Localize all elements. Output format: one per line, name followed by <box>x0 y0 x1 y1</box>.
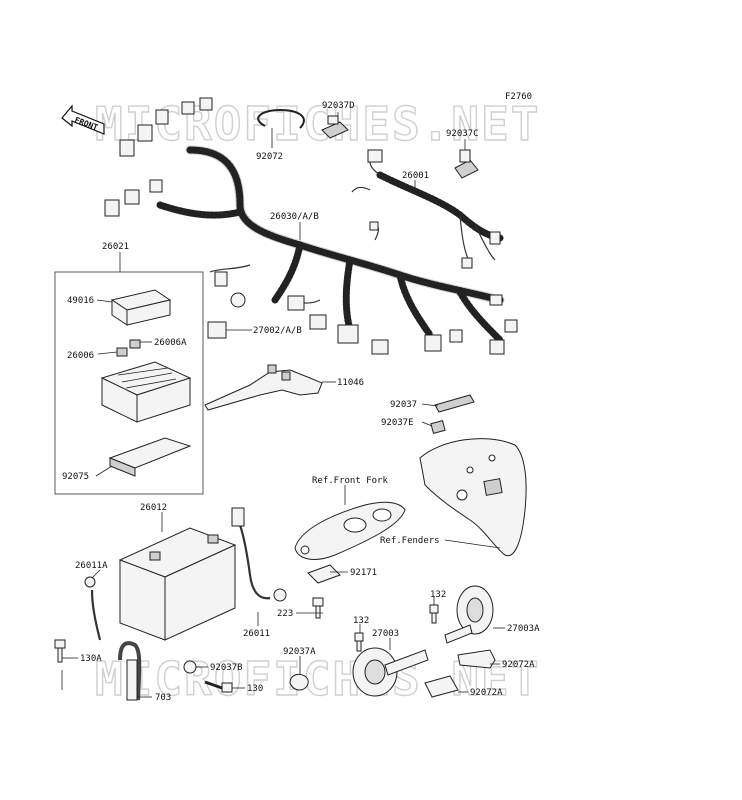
horn-27003 <box>352 647 429 697</box>
bolt-132-b <box>429 604 439 624</box>
part-labels: 92037D 92072 92037C 26001 26030/A/B 2602… <box>62 101 540 703</box>
connector <box>119 139 135 157</box>
label-92037c: 92037C <box>446 129 479 139</box>
connector <box>181 101 195 115</box>
fuse-26006a <box>129 339 141 349</box>
label-92037b: 92037B <box>210 663 243 673</box>
label-11046: 11046 <box>337 378 364 388</box>
bracket-92072a-2 <box>424 675 459 698</box>
fuse-26006 <box>116 347 128 357</box>
rear-fender <box>419 438 527 557</box>
connector <box>104 199 120 217</box>
connector <box>214 271 228 287</box>
horn-27003a <box>444 585 494 644</box>
connector <box>199 97 213 111</box>
label-27003a: 27003A <box>507 624 540 634</box>
front-fork-bracket <box>294 501 406 560</box>
main-wiring-harness <box>104 97 518 355</box>
label-92037e: 92037E <box>381 418 414 428</box>
connector <box>489 231 501 245</box>
connector <box>424 334 442 352</box>
label-26011a: 26011A <box>75 561 108 571</box>
label-26006a: 26006A <box>154 338 187 348</box>
label-49016: 49016 <box>67 296 94 306</box>
connector <box>461 257 473 269</box>
connector <box>230 292 246 308</box>
fuse-box-cover-49016 <box>110 289 172 326</box>
label-92037a: 92037A <box>283 647 316 657</box>
bracket-11046 <box>204 364 323 411</box>
label-92075: 92075 <box>62 472 89 482</box>
connector <box>489 339 505 355</box>
label-26001: 26001 <box>402 171 429 181</box>
connector <box>504 319 518 333</box>
connector <box>124 189 140 205</box>
battery-cable-26011a <box>84 576 102 641</box>
battery-cable-26011 <box>231 507 287 602</box>
breather-tube-703 <box>118 641 142 701</box>
clamp-92072 <box>257 108 305 129</box>
fuse-box-bracket-92075 <box>108 437 192 477</box>
label-27002: 27002/A/B <box>253 326 302 336</box>
connector <box>287 295 305 311</box>
sub-wiring-harness <box>351 149 504 269</box>
fuse-box-26021 <box>100 361 192 423</box>
fuse-box-group-frame <box>54 271 204 495</box>
label-26021: 26021 <box>102 242 129 252</box>
bracket-92171 <box>307 564 341 584</box>
grommet-92037 <box>434 394 475 413</box>
connector <box>367 149 383 163</box>
label-26011: 26011 <box>243 629 270 639</box>
connector <box>369 221 379 231</box>
label-26030: 26030/A/B <box>270 212 319 222</box>
label-130a: 130A <box>80 654 102 664</box>
label-223: 223 <box>277 609 293 619</box>
label-92171: 92171 <box>350 568 377 578</box>
bolt-223 <box>312 597 324 619</box>
label-ref-fenders: Ref.Fenders <box>380 536 440 546</box>
bolt-130 <box>204 680 233 693</box>
connector <box>449 329 463 343</box>
label-26006: 26006 <box>67 351 94 361</box>
label-132-a: 132 <box>353 616 369 626</box>
relay-27002 <box>207 321 227 339</box>
grommet-92037e <box>430 420 446 434</box>
connector <box>371 339 389 355</box>
label-130: 130 <box>247 684 263 694</box>
label-92072a-1: 92072A <box>502 660 535 670</box>
bolt-132-a <box>354 632 364 652</box>
connector <box>137 124 153 142</box>
leader-lines <box>61 112 505 698</box>
label-27003: 27003 <box>372 629 399 639</box>
connector <box>309 314 327 330</box>
label-132-b: 132 <box>430 590 446 600</box>
battery-26012 <box>118 527 237 641</box>
connector <box>489 294 503 306</box>
label-92072: 92072 <box>256 152 283 162</box>
bolt-130a <box>54 639 66 663</box>
figure-code: F2760 <box>505 92 532 102</box>
clamp-92037a <box>289 673 309 691</box>
connector <box>155 109 169 125</box>
connector <box>337 324 359 344</box>
label-92072a-2: 92072A <box>470 688 503 698</box>
label-703: 703 <box>155 693 171 703</box>
grommet-92037c <box>454 149 479 179</box>
label-ref-front-fork: Ref.Front Fork <box>312 476 388 486</box>
label-26012: 26012 <box>140 503 167 513</box>
connector <box>149 179 163 193</box>
label-92037d: 92037D <box>322 101 355 111</box>
clamp-92037b <box>183 660 197 674</box>
label-92037: 92037 <box>390 400 417 410</box>
